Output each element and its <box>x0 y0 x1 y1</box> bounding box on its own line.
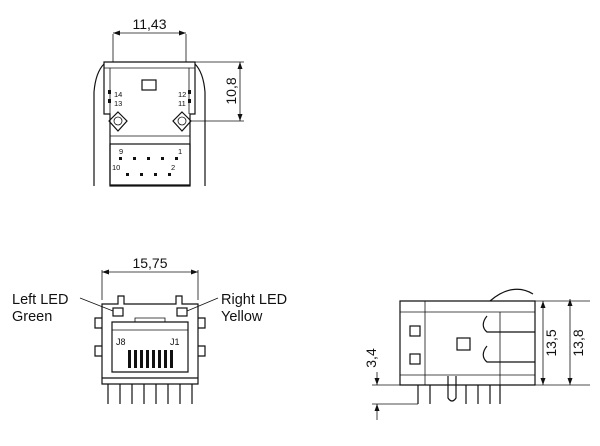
j8-label: J8 <box>116 337 126 347</box>
mounting-peg-right <box>172 111 192 132</box>
pin-13-label: 13 <box>114 99 122 108</box>
pin-9-label: 9 <box>119 147 123 156</box>
right-led-window <box>176 307 188 317</box>
top-view: 11,43 14 13 12 11 <box>93 16 244 187</box>
pin-11-label: 11 <box>178 99 186 108</box>
side-view: 3,4 13,5 13,8 <box>363 288 590 420</box>
front-width-dimension: 15,75 <box>132 255 167 271</box>
side-13-8-dimension: 13,8 <box>570 329 586 356</box>
side-13-5-dimension: 13,5 <box>543 329 559 356</box>
j1-label: J1 <box>170 337 180 347</box>
pin-14-label: 14 <box>114 90 122 99</box>
front-view-body <box>101 295 199 385</box>
side-bottom-pins <box>417 376 501 404</box>
top-height-dimension: 10,8 <box>223 77 239 104</box>
left-led-window <box>112 307 124 317</box>
front-view: 15,75 J8 J1 <box>12 255 287 404</box>
pin-1-label: 1 <box>178 147 182 156</box>
rj-contacts <box>128 350 173 368</box>
right-led-label: Right LED <box>221 292 287 308</box>
pin-2-label: 2 <box>171 163 175 172</box>
side-view-body <box>399 300 536 386</box>
rj-port-opening <box>111 321 189 373</box>
right-led-color: Yellow <box>221 309 263 325</box>
pin-10-label: 10 <box>112 163 120 172</box>
left-led-label: Left LED <box>12 292 68 308</box>
front-bottom-pins <box>107 384 193 404</box>
top-width-dimension: 11,43 <box>133 16 167 32</box>
pin-12-label: 12 <box>178 90 186 99</box>
mounting-peg-left <box>108 111 128 132</box>
side-3-4-dimension: 3,4 <box>363 348 379 368</box>
left-led-color: Green <box>12 309 52 325</box>
